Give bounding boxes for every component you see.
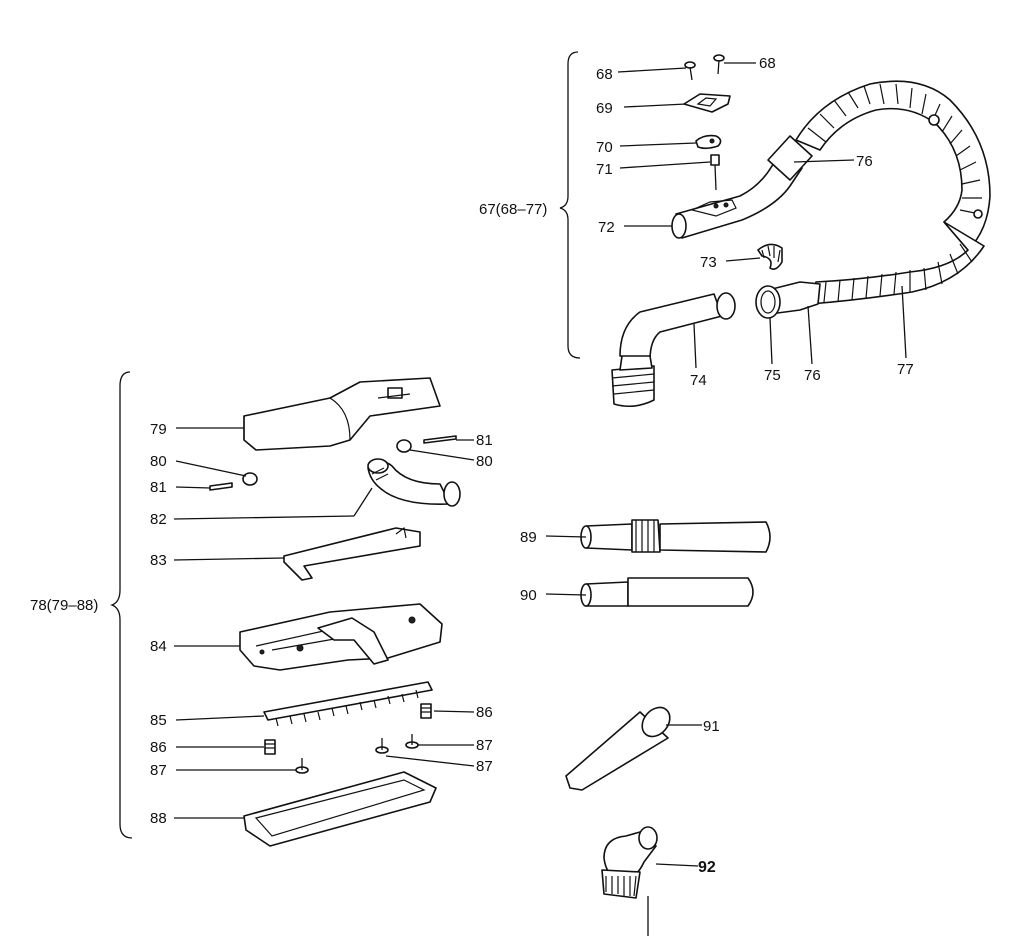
callout-83: 83 [150, 552, 167, 569]
nozzle-base-84 [239, 603, 443, 671]
callout-79: 79 [150, 421, 167, 438]
callout-89: 89 [520, 529, 537, 546]
nozzle-assembly-brace [110, 371, 133, 839]
hose-assembly-brace [559, 51, 581, 359]
base-plate-88 [243, 771, 437, 847]
screw-71 [710, 154, 720, 191]
screw-68-left [684, 61, 696, 81]
nozzle-assembly-label: 78(79–88) [30, 597, 98, 614]
elbow-74 [611, 292, 736, 408]
bushing-80-left [242, 472, 258, 486]
callout-87-left: 87 [150, 762, 167, 779]
callout-80-right: 80 [476, 453, 493, 470]
callout-86-right: 86 [476, 704, 493, 721]
nozzle-cover-79 [243, 377, 441, 451]
callout-75: 75 [764, 367, 781, 384]
crevice-tool-91 [565, 706, 671, 791]
callout-88: 88 [150, 810, 167, 827]
callout-72: 72 [598, 219, 615, 236]
flexible-hose-77-upper [795, 80, 991, 251]
band-73 [757, 243, 783, 270]
screw-87-left [295, 758, 309, 774]
clamp-plate-69 [683, 93, 731, 113]
callout-90: 90 [520, 587, 537, 604]
callout-92: 92 [698, 859, 716, 876]
pin-81-right [423, 435, 457, 444]
dusting-brush-92 [601, 826, 658, 899]
callout-77: 77 [897, 361, 914, 378]
spring-86-right [420, 703, 432, 719]
elbow-tube-82 [367, 458, 461, 507]
screw-87-right [405, 734, 419, 749]
callout-68-left: 68 [596, 66, 613, 83]
hose-cuff-76-upper [767, 135, 813, 181]
spring-86-left [264, 739, 276, 755]
extension-wand-90 [580, 577, 754, 607]
hose-handle-72 [671, 149, 803, 239]
callout-81-right: 81 [476, 432, 493, 449]
screw-87-mid [375, 738, 389, 754]
callout-85: 85 [150, 712, 167, 729]
clip-70 [695, 134, 722, 150]
flexible-hose-77-lower [809, 221, 985, 305]
callout-82: 82 [150, 511, 167, 528]
callout-91: 91 [703, 718, 720, 735]
callout-71: 71 [596, 161, 613, 178]
callout-76-lower: 76 [804, 367, 821, 384]
extension-wand-89 [580, 519, 771, 553]
bracket-83 [283, 526, 421, 581]
screw-68-right [713, 54, 725, 75]
callout-76-upper: 76 [856, 153, 873, 170]
bushing-80-right [396, 439, 412, 453]
brush-strip-85 [263, 681, 433, 727]
hose-assembly-label: 67(68–77) [479, 201, 547, 218]
callout-84: 84 [150, 638, 167, 655]
callout-73: 73 [700, 254, 717, 271]
callout-69: 69 [596, 100, 613, 117]
callout-80-left: 80 [150, 453, 167, 470]
callout-70: 70 [596, 139, 613, 156]
callout-87-right: 87 [476, 737, 493, 754]
callout-81-left: 81 [150, 479, 167, 496]
hose-cuff-76-lower [755, 281, 821, 319]
callout-86-left: 86 [150, 739, 167, 756]
callout-87-mid: 87 [476, 758, 493, 775]
callout-74: 74 [690, 372, 707, 389]
callout-68-right: 68 [759, 55, 776, 72]
pin-81-left [209, 482, 233, 491]
